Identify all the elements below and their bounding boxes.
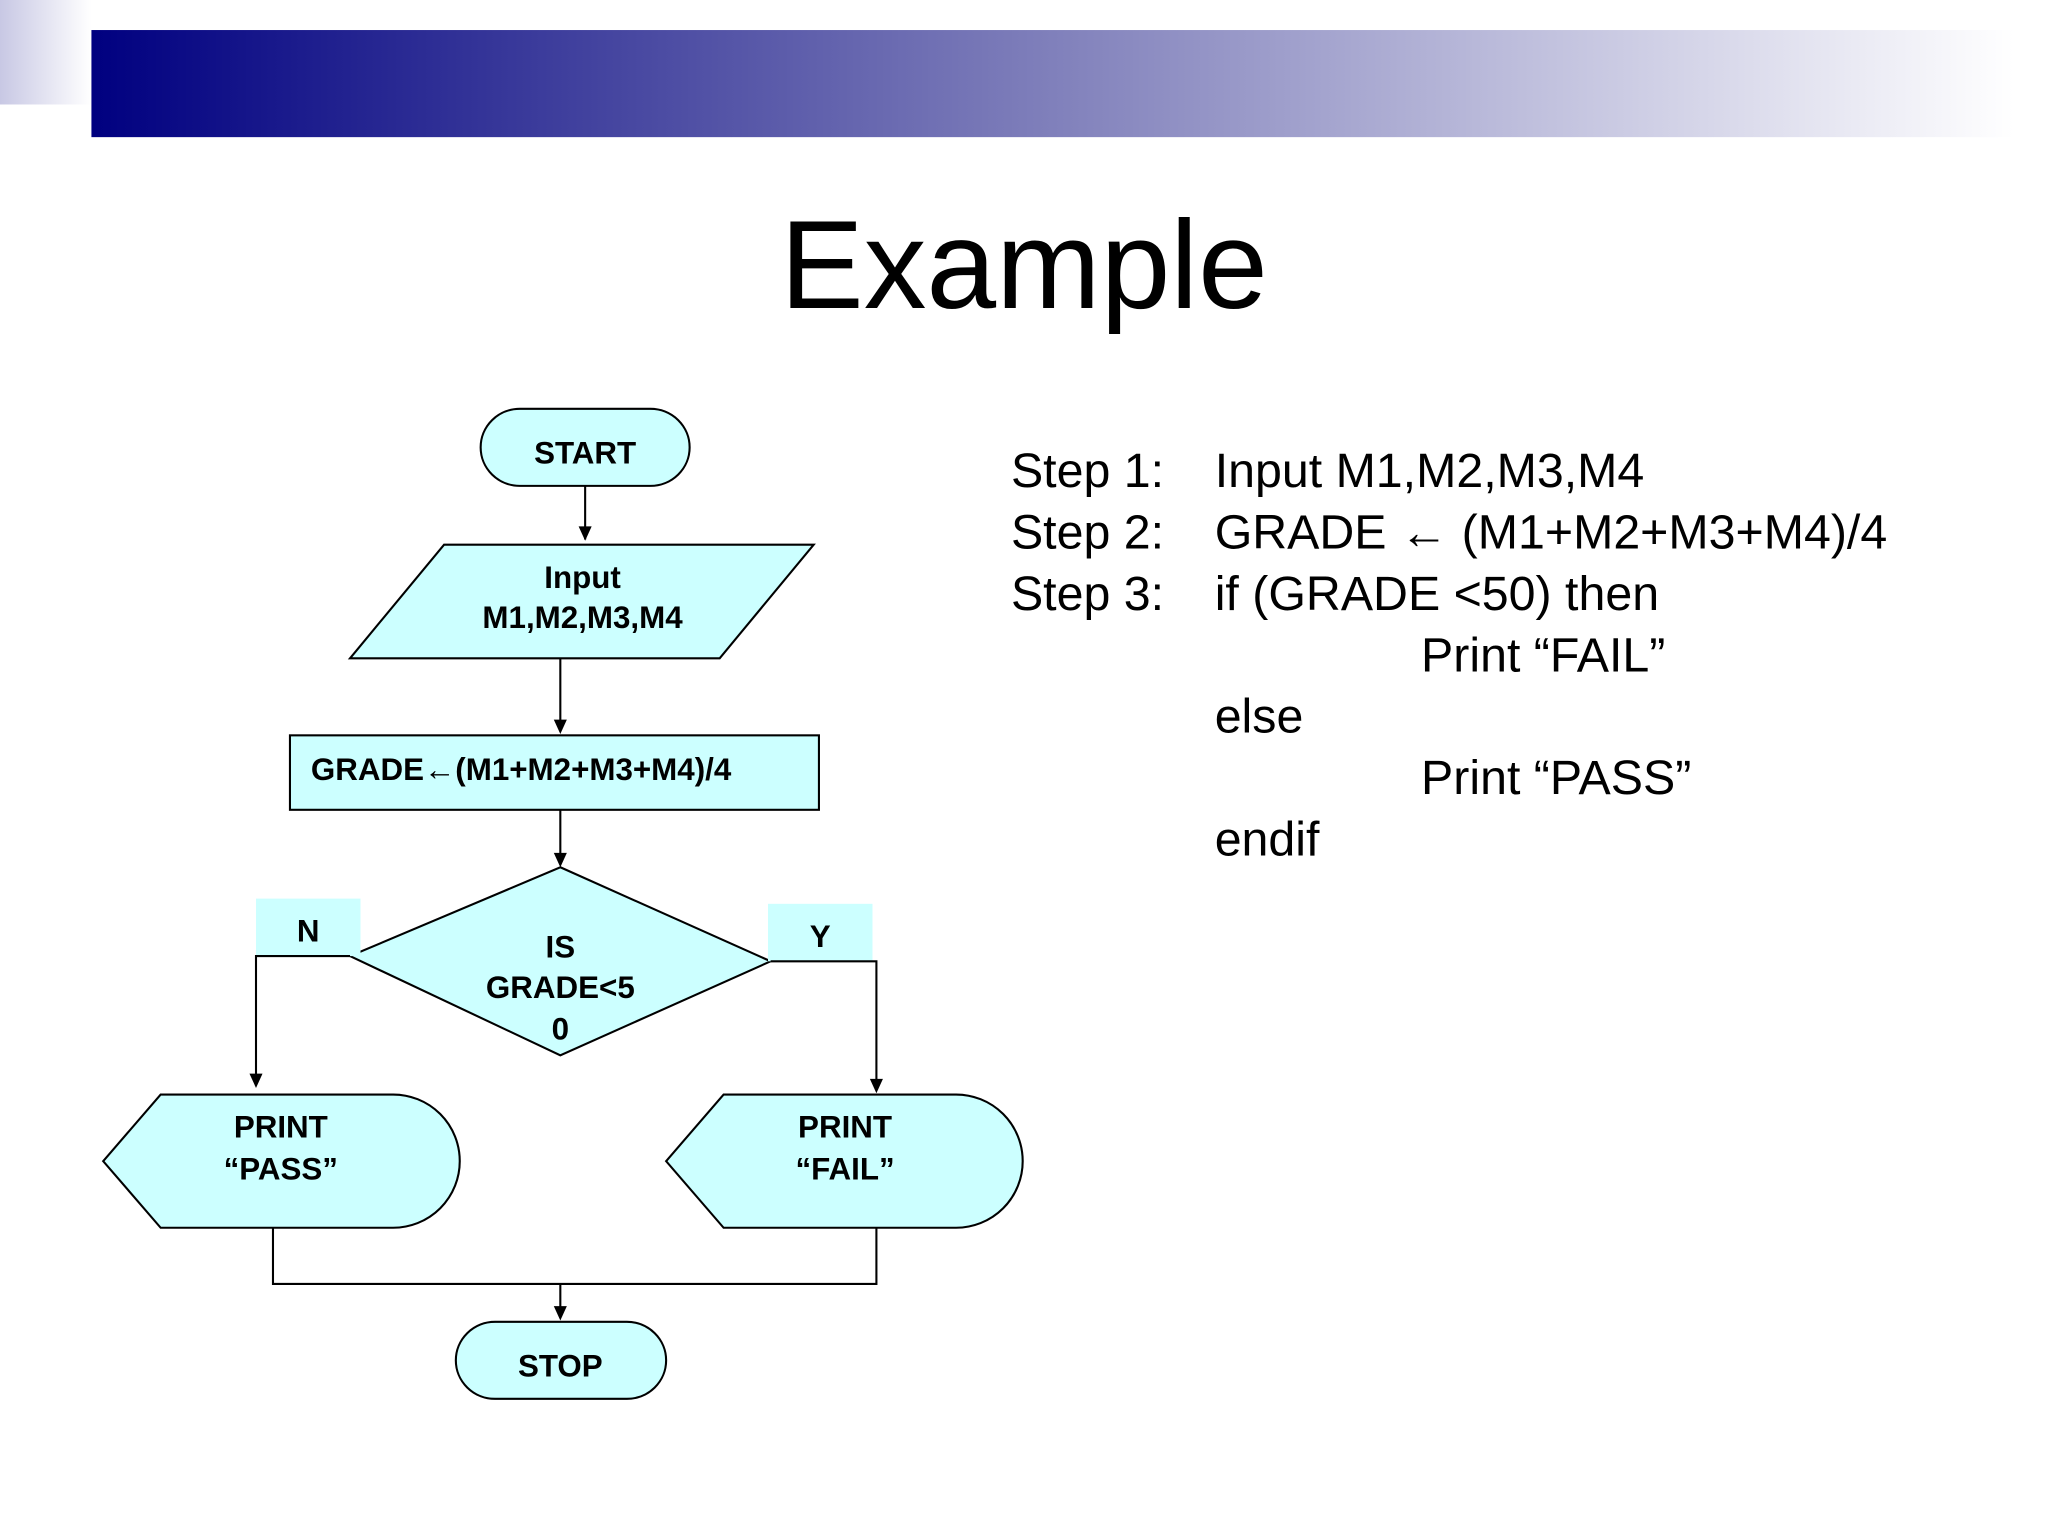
- step-3-label: Step 3:: [1011, 567, 1164, 621]
- stop-label: STOP: [518, 1349, 603, 1384]
- step-2-text: GRADE ← (M1+M2+M3+M4)/4: [1215, 506, 1888, 560]
- print-pass-label-1: PRINT: [234, 1110, 328, 1145]
- decision-label-3: 0: [552, 1012, 569, 1047]
- print-pass-label-2: “PASS”: [224, 1151, 338, 1186]
- decor-strip: [0, 0, 92, 105]
- step-2-label: Step 2:: [1011, 506, 1164, 560]
- print-fail-display: [664, 1093, 1024, 1229]
- arrowhead: [578, 526, 592, 541]
- start-label: START: [534, 436, 636, 471]
- step-1-text: Input M1,M2,M3,M4: [1215, 444, 1645, 498]
- header-banner: [91, 30, 2015, 138]
- connector-merge: [271, 1227, 878, 1285]
- connector-yes: [770, 960, 878, 1090]
- print-pass-display: [101, 1093, 461, 1229]
- slide-title: Example: [780, 194, 1268, 335]
- connector-no: [254, 955, 351, 1085]
- no-label: N: [297, 914, 320, 949]
- arrowhead: [869, 1078, 883, 1094]
- decision-diamond: [347, 866, 774, 1057]
- arrowhead: [553, 852, 567, 868]
- process-label: GRADE←(M1+M2+M3+M4)/4: [311, 752, 732, 787]
- print-pass-line: Print “PASS”: [1421, 751, 1691, 805]
- no-label-box: [256, 898, 361, 957]
- decision-label-1: IS: [546, 929, 576, 964]
- else-line: else: [1215, 690, 1304, 744]
- arrowhead: [553, 719, 567, 735]
- print-fail-line: Print “FAIL”: [1421, 628, 1665, 682]
- input-label-2: M1,M2,M3,M4: [482, 600, 683, 635]
- yes-label-box: [768, 903, 873, 962]
- flowchart: START Input M1,M2,M3,M4 GRADE←(M1+M2+M3+…: [101, 407, 1024, 1400]
- input-label-1: Input: [544, 560, 621, 595]
- input-parallelogram: [347, 543, 816, 660]
- print-fail-label-1: PRINT: [798, 1110, 892, 1145]
- endif-line: endif: [1215, 813, 1320, 867]
- algorithm-steps: Step 1: Input M1,M2,M3,M4 Step 2: GRADE …: [1011, 444, 1887, 866]
- step-3-text: if (GRADE <50) then: [1215, 567, 1659, 621]
- print-fail-label-2: “FAIL”: [795, 1151, 894, 1186]
- yes-label: Y: [810, 919, 831, 954]
- arrowhead: [249, 1073, 263, 1088]
- arrowhead: [553, 1306, 567, 1321]
- step-1-label: Step 1:: [1011, 444, 1164, 498]
- process-box: [288, 734, 820, 811]
- decision-label-2: GRADE<5: [486, 970, 635, 1005]
- stop-terminal: [454, 1320, 668, 1400]
